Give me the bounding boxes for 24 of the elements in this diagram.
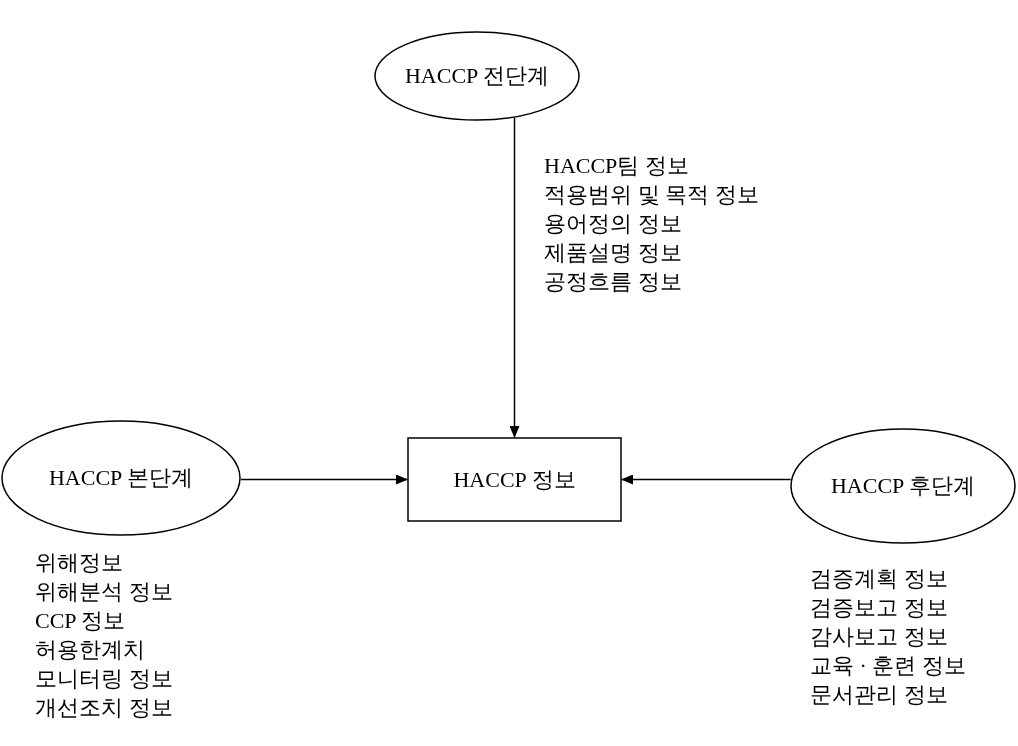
info-item: 허용한계치 — [35, 636, 145, 664]
info-item: 문서관리 정보 — [810, 681, 948, 709]
info-item: HACCP팀 정보 — [544, 152, 689, 180]
info-item: 모니터링 정보 — [35, 665, 173, 693]
info-item: 검증보고 정보 — [810, 594, 948, 622]
info-item: 교육 · 훈련 정보 — [810, 652, 966, 680]
info-item: 감사보고 정보 — [810, 623, 948, 651]
arrow — [621, 474, 792, 485]
info-item: 위해정보 — [35, 549, 123, 577]
process-box — [407, 437, 622, 522]
info-item: 적용범위 및 목적 정보 — [544, 181, 759, 209]
node-label: HACCP 본단계 — [48, 465, 193, 490]
info-item: 검증계획 정보 — [810, 565, 948, 593]
info-item: 용어정의 정보 — [544, 210, 682, 238]
info-item: 위해분석 정보 — [35, 578, 173, 606]
arrow — [240, 474, 408, 485]
info-item: CCP 정보 — [35, 607, 126, 635]
info-item: 공정흐름 정보 — [544, 268, 682, 296]
info-item: 개선조치 정보 — [35, 694, 173, 722]
node-label: HACCP 정보 — [453, 466, 576, 492]
node-label: HACCP 후단계 — [830, 473, 975, 498]
info-item: 제품설명 정보 — [544, 239, 682, 267]
arrow — [509, 117, 520, 438]
node-label: HACCP 전단계 — [404, 63, 549, 88]
